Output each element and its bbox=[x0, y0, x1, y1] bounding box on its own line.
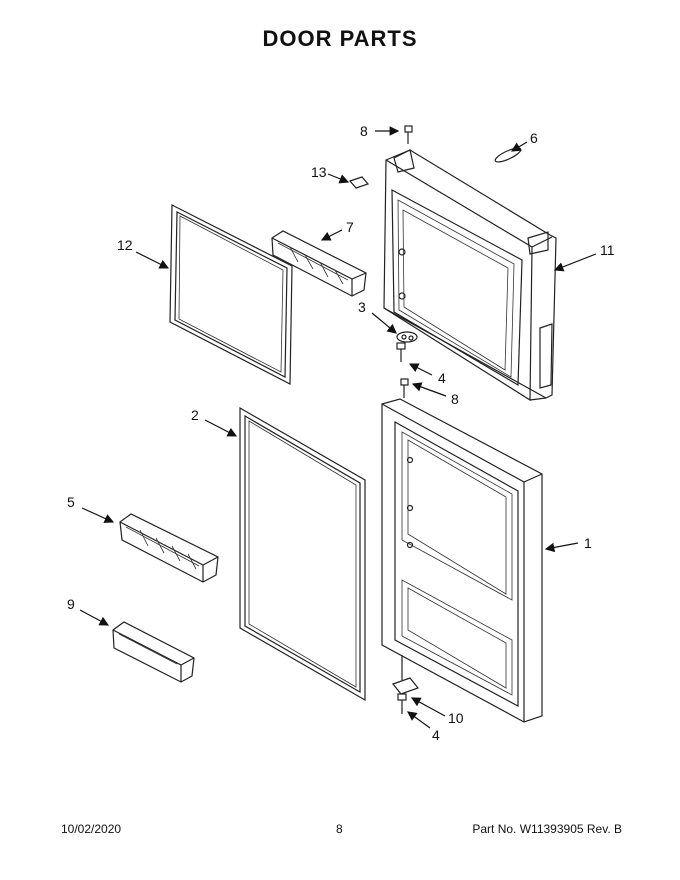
callout-13: 13 bbox=[311, 164, 327, 180]
callout-12: 12 bbox=[117, 237, 133, 253]
callout-4-upper: 4 bbox=[438, 370, 446, 386]
page-title: DOOR PARTS bbox=[262, 26, 418, 51]
callout-9: 9 bbox=[67, 596, 75, 612]
callout-7: 7 bbox=[346, 219, 354, 235]
callout-3: 3 bbox=[358, 299, 366, 315]
hinge-cap-part-6 bbox=[494, 147, 522, 163]
footer-date: 10/02/2020 bbox=[61, 822, 122, 836]
freezer-door-part-11 bbox=[383, 149, 557, 402]
callout-1: 1 bbox=[584, 535, 592, 551]
fresh-food-door-part-1 bbox=[381, 398, 543, 723]
fresh-food-door-gasket-part-2 bbox=[239, 406, 366, 702]
screw-part-4-upper bbox=[396, 342, 406, 362]
callout-2: 2 bbox=[191, 407, 199, 423]
callout-6: 6 bbox=[530, 130, 538, 146]
callout-5: 5 bbox=[67, 494, 75, 510]
screw-part-8-top bbox=[404, 125, 413, 144]
screw-part-8-middle bbox=[400, 378, 409, 398]
freezer-door-bin-part-7 bbox=[271, 230, 367, 297]
screw-part-4-lower bbox=[397, 693, 407, 714]
callout-10: 10 bbox=[448, 710, 464, 726]
callout-8-top: 8 bbox=[360, 123, 368, 139]
freezer-door-gasket-part-12 bbox=[169, 204, 293, 385]
callout-11: 11 bbox=[600, 242, 615, 258]
cap-part-13 bbox=[348, 176, 370, 189]
hinge-part-3 bbox=[396, 331, 418, 343]
footer-part-number: Part No. W11393905 Rev. B bbox=[472, 822, 622, 836]
door-bin-part-5 bbox=[119, 513, 219, 583]
callout-8-middle: 8 bbox=[451, 391, 459, 407]
lower-hinge-part-10 bbox=[392, 655, 419, 695]
dairy-bin-part-9 bbox=[112, 621, 195, 683]
callout-4-lower: 4 bbox=[432, 727, 440, 743]
footer-page-number: 8 bbox=[336, 822, 343, 836]
